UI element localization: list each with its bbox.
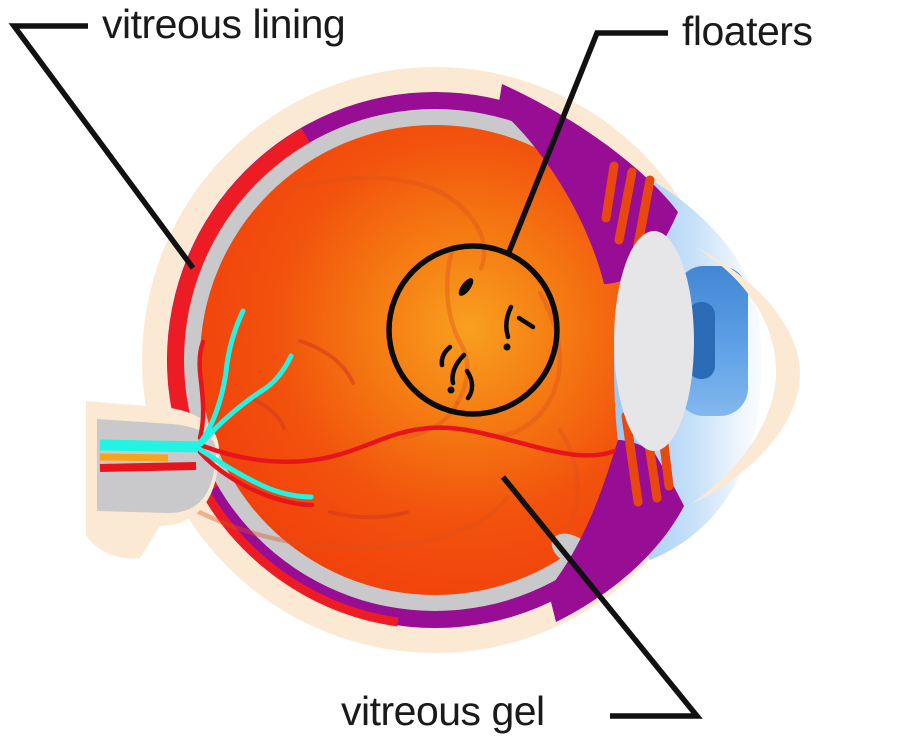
leader-floaters — [506, 30, 668, 254]
nerve-band-yellow — [99, 453, 169, 462]
label-floaters: floaters — [682, 8, 813, 54]
retinal-vessel-cyan — [194, 308, 246, 449]
retinal-artery — [197, 449, 315, 508]
muscle-stripe — [621, 411, 643, 507]
retina-arc-lower — [197, 481, 399, 627]
cornea-assembly — [498, 84, 855, 622]
floaters-circle — [386, 243, 560, 417]
vitreous-body — [200, 125, 670, 595]
floater-dot — [503, 343, 511, 351]
muscle-stripe — [614, 167, 637, 245]
retinal-vein — [253, 398, 286, 430]
vitreous-strand — [557, 427, 581, 531]
floater-squiggle — [439, 344, 453, 368]
floater-squiggle — [464, 368, 475, 401]
blood-vessels — [194, 308, 617, 520]
pupil — [688, 302, 715, 379]
nerve-band-cyan — [99, 439, 203, 453]
label-vitreous-lining: vitreous lining — [102, 1, 346, 47]
retinal-artery — [197, 339, 206, 441]
retinal-vein — [298, 339, 355, 385]
retinal-vessel-cyan — [198, 353, 294, 447]
muscle-stripe — [632, 175, 655, 255]
nerve-band-red — [99, 462, 197, 472]
retinal-vein — [328, 510, 409, 520]
floaters-annotation — [386, 243, 560, 417]
optic-nerve — [86, 401, 220, 559]
lens — [614, 231, 694, 451]
leader-vitreous-lining — [8, 23, 196, 270]
floater-squiggle — [504, 304, 514, 340]
vitreous-strand — [494, 290, 563, 439]
floater-speck — [458, 278, 474, 296]
leader-vitreous-gel — [500, 475, 703, 719]
retinal-vessel-cyan — [198, 447, 314, 500]
vitreous-strand — [172, 494, 510, 551]
vitreous-strands — [172, 175, 581, 551]
floater-squiggle — [516, 315, 536, 330]
leader-lines — [8, 23, 703, 719]
retinal-artery — [200, 425, 617, 465]
ciliary-muscle-top — [498, 84, 678, 284]
muscle-stripe — [601, 161, 619, 223]
floater-dot — [447, 386, 455, 394]
vitreous-strand — [400, 400, 460, 440]
cornea-outline-arc — [691, 246, 800, 504]
floater-squiggle — [450, 352, 467, 386]
vitreous-strand — [444, 247, 470, 406]
label-vitreous-gel: vitreous gel — [341, 688, 545, 734]
